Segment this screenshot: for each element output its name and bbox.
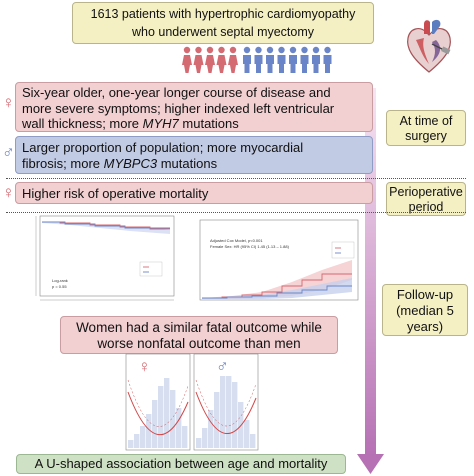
male-patient-icons: [243, 46, 332, 73]
female-periop-finding: Higher risk of operative mortality: [15, 182, 373, 204]
histogram-bar: [134, 434, 140, 448]
incidence-plot-male-curve: [202, 285, 352, 299]
female-periop-text: Higher risk of operative mortality: [22, 186, 209, 201]
male-person-icon: [323, 46, 332, 73]
male-surgery-line2-suffix: mutations: [157, 155, 218, 171]
male-symbol-surgery: ♂: [2, 143, 15, 162]
histogram-bar: [232, 382, 238, 448]
label-followup-line1: Follow-up: [396, 287, 454, 302]
age-plot-male-symbol-bg: [214, 356, 234, 376]
age-plot-female-symbol-bg: [136, 356, 156, 376]
label-followup-line3: years): [406, 319, 444, 334]
histogram-bar: [152, 400, 158, 448]
female-person-icon: [228, 46, 238, 73]
histogram-bar: [202, 428, 208, 448]
heart-icon: [407, 19, 451, 73]
histogram-bar: [164, 378, 170, 448]
histogram-bar: [226, 368, 232, 448]
incidence-plot-annotation-1: Adjusted Cox Model, p<0.001: [210, 238, 263, 243]
incidence-plot-annotation-2: Female Sex: HR (95% CI) 1.45 (1.13 – 1.8…: [210, 244, 290, 249]
age-mortality-finding: A U-shaped association between age and m…: [16, 454, 346, 474]
histogram-bar: [128, 440, 134, 448]
label-surgery-line2: surgery: [405, 129, 447, 143]
age-plot-female-histogram: [128, 378, 188, 448]
timeline-arrow-shaft: [365, 88, 376, 456]
age-plot-female-symbol: ♀: [138, 357, 151, 376]
label-at-time-of-surgery: At time of surgery: [386, 110, 466, 146]
histogram-bar: [196, 438, 202, 448]
histogram-bar: [244, 420, 250, 448]
female-symbol-periop: ♀: [2, 183, 15, 202]
male-person-icon: [289, 46, 297, 73]
cohort-header: 1613 patients with hypertrophic cardiomy…: [72, 2, 374, 44]
female-patient-icons: [182, 46, 238, 73]
label-followup-line2: (median 5: [396, 303, 454, 318]
incidence-plot-legend: [331, 241, 355, 259]
histogram-bar: [182, 426, 188, 448]
female-person-icon: [205, 46, 215, 73]
survival-plot-fatal-male-ci: [42, 222, 170, 234]
female-symbol-surgery: ♀: [2, 93, 15, 112]
timeline-arrow-head: [357, 454, 384, 474]
male-person-icon: [266, 46, 274, 73]
incidence-plot-nonfatal: Adjusted Cox Model, p<0.001 Female Sex: …: [199, 219, 359, 301]
survival-plot-fatal-male-curve: [42, 221, 170, 229]
female-surgery-line3: wall thickness; more MYH7 mutations: [22, 116, 366, 132]
label-follow-up: Follow-up (median 5 years): [382, 284, 468, 336]
survival-plot-fatal: Log-rank p = 0.55: [35, 215, 175, 301]
histogram-bar: [220, 376, 226, 448]
male-person-icon: [243, 46, 251, 73]
age-plot-male-symbol: ♂: [216, 357, 229, 376]
female-person-icon: [182, 46, 192, 73]
followup-line2: worse nonfatal outcome than men: [97, 336, 301, 351]
male-person-icon: [254, 46, 263, 73]
age-mortality-plot: ♀ ♂: [125, 353, 259, 451]
female-surgery-line3-suffix: mutations: [178, 116, 239, 131]
gene-mybpc3: MYBPC3: [103, 155, 158, 171]
male-surgery-line2: fibrosis; more MYBPC3 mutations: [22, 156, 366, 172]
cohort-header-line1: 1613 patients with hypertrophic cardiomy…: [90, 7, 356, 21]
survival-plot-fatal-annotation-2: p = 0.55: [52, 284, 67, 289]
patient-pictograms: [182, 46, 332, 73]
histogram-bar: [176, 408, 182, 448]
histogram-bar: [170, 390, 176, 448]
gene-myh7: MYH7: [142, 116, 179, 131]
followup-line1: Women had a similar fatal outcome while: [76, 320, 322, 335]
male-person-icon: [312, 46, 320, 73]
histogram-bar: [250, 434, 256, 448]
label-periop-line2: period: [408, 200, 444, 214]
survival-plot-fatal-legend: [139, 261, 163, 277]
label-periop-line1: Perioperative: [389, 185, 463, 199]
histogram-bar: [146, 414, 152, 448]
histogram-bar: [214, 392, 220, 448]
female-surgery-line3-prefix: wall thickness; more: [22, 116, 143, 131]
histogram-bar: [208, 410, 214, 448]
age-plot-female-ci-upper: [127, 379, 189, 427]
incidence-plot-male-ci: [202, 278, 352, 299]
male-surgery-line2-prefix: fibrosis; more: [22, 155, 104, 171]
male-surgery-finding: Larger proportion of population; more my…: [15, 136, 373, 174]
age-mortality-text: A U-shaped association between age and m…: [34, 456, 328, 471]
divider-surgery: [6, 178, 466, 179]
age-plot-male-curve: [195, 391, 257, 434]
female-person-icon: [193, 46, 204, 73]
incidence-plot-female-curve: [202, 273, 352, 299]
histogram-bar: [140, 426, 146, 448]
male-person-icon: [277, 46, 286, 73]
female-surgery-line1: Six-year older, one-year longer course o…: [22, 85, 331, 100]
male-person-icon: [300, 46, 309, 73]
label-surgery-line1: At time of: [399, 114, 453, 128]
followup-finding: Women had a similar fatal outcome while …: [60, 316, 338, 354]
female-person-icon: [216, 46, 227, 73]
histogram-bar: [158, 386, 164, 448]
divider-periop: [6, 212, 466, 213]
male-surgery-line1: Larger proportion of population; more my…: [22, 140, 304, 155]
female-surgery-finding: Six-year older, one-year longer course o…: [15, 82, 373, 132]
cohort-header-line2: who underwent septal myectomy: [131, 25, 315, 39]
survival-plot-fatal-annotation-1: Log-rank: [52, 278, 68, 283]
label-perioperative-period: Perioperative period: [386, 182, 466, 216]
female-surgery-line2: more severe symptoms; higher indexed lef…: [22, 100, 335, 116]
age-plot-female-curve: [127, 391, 189, 435]
age-plot-male-ci-upper: [195, 379, 257, 427]
